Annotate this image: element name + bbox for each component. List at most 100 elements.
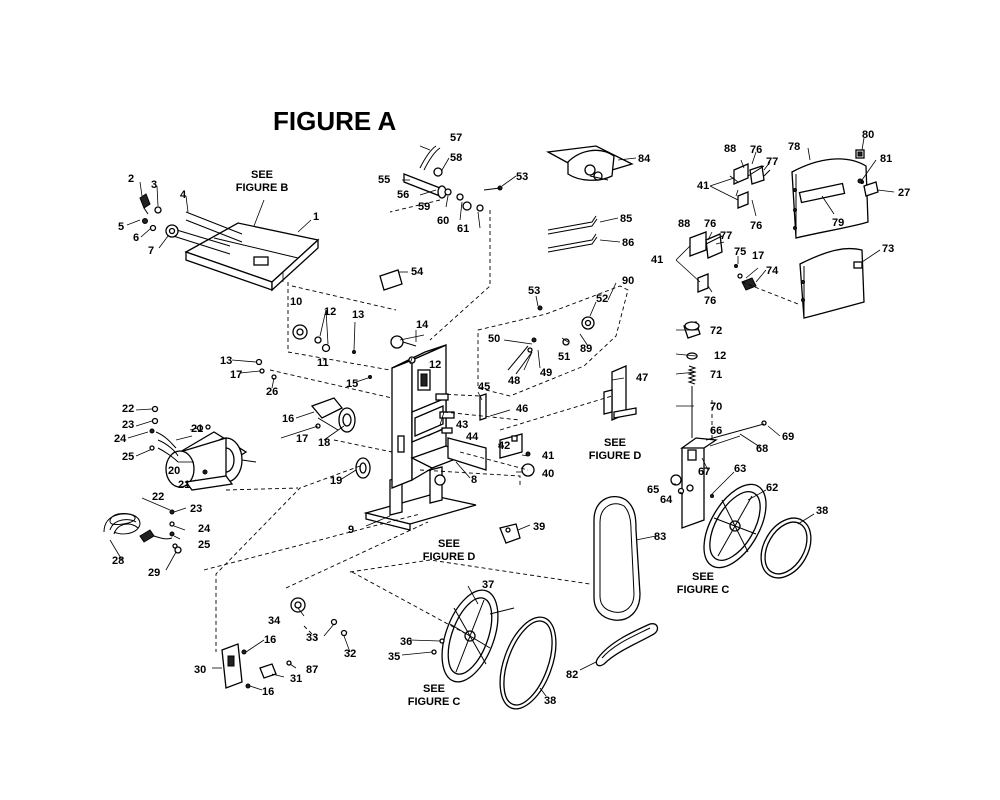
see-figure-c-2-line1: SEE bbox=[423, 683, 445, 695]
callout-42: 42 bbox=[498, 440, 510, 452]
lower-cover bbox=[799, 247, 865, 319]
callout-52: 52 bbox=[596, 293, 608, 305]
see-figure-b-line1: SEE bbox=[251, 169, 273, 181]
callout-8: 8 bbox=[471, 474, 477, 486]
callout-60: 60 bbox=[437, 215, 449, 227]
saw-blade bbox=[593, 496, 641, 621]
guide-plate bbox=[479, 393, 487, 421]
callout-62: 62 bbox=[766, 482, 778, 494]
guide-block bbox=[499, 523, 521, 544]
callout-65: 65 bbox=[647, 484, 659, 496]
callout-53a: 53 bbox=[516, 171, 528, 183]
callout-76b: 76 bbox=[750, 220, 762, 232]
callout-17a: 17 bbox=[230, 369, 242, 381]
see-figure-d-1-line1: SEE bbox=[604, 437, 626, 449]
motor-pulley bbox=[310, 397, 356, 433]
callout-87: 87 bbox=[306, 664, 318, 676]
figure-title: FIGURE A bbox=[273, 106, 396, 136]
upper-guide-assembly bbox=[507, 305, 595, 375]
callout-48: 48 bbox=[508, 375, 520, 387]
upper-wheel-bracket bbox=[670, 437, 718, 529]
callout-12a: 12 bbox=[324, 306, 336, 318]
see-figure-c-1-line1: SEE bbox=[692, 571, 714, 583]
callout-25b: 25 bbox=[198, 539, 210, 551]
callout-56: 56 bbox=[397, 189, 409, 201]
callout-17c: 17 bbox=[752, 250, 764, 262]
callout-19: 19 bbox=[330, 475, 342, 487]
saw-frame bbox=[363, 344, 477, 531]
lower-guide-bracket bbox=[603, 365, 637, 421]
callout-88a: 88 bbox=[724, 143, 736, 155]
dashed-assembly-lines bbox=[203, 199, 799, 652]
upper-wheel bbox=[703, 483, 767, 569]
power-cord bbox=[103, 509, 182, 554]
table-screws bbox=[139, 193, 162, 232]
callout-30: 30 bbox=[194, 664, 206, 676]
callout-59: 59 bbox=[418, 201, 430, 213]
see-figure-d-2-line1: SEE bbox=[438, 538, 460, 550]
lower-wheel bbox=[431, 589, 515, 683]
callout-11: 11 bbox=[317, 357, 329, 369]
drive-belt bbox=[595, 623, 659, 667]
callout-69: 69 bbox=[782, 431, 794, 443]
callout-61: 61 bbox=[457, 223, 469, 235]
callout-75: 75 bbox=[734, 246, 746, 258]
callout-44: 44 bbox=[466, 431, 479, 443]
callout-15: 15 bbox=[346, 378, 358, 390]
callout-80: 80 bbox=[862, 129, 874, 141]
callout-10: 10 bbox=[290, 296, 302, 308]
callout-24a: 24 bbox=[114, 433, 127, 445]
callout-71: 71 bbox=[710, 369, 722, 381]
figure-references: SEE FIGURE B SEE FIGURE D SEE FIGURE D S… bbox=[236, 169, 730, 708]
callout-53b: 53 bbox=[528, 285, 540, 297]
trunnion-rods bbox=[169, 211, 243, 255]
callout-84: 84 bbox=[638, 153, 651, 165]
callout-79: 79 bbox=[832, 217, 844, 229]
callout-70: 70 bbox=[710, 401, 722, 413]
callout-4: 4 bbox=[180, 189, 187, 201]
tension-screw bbox=[683, 321, 767, 441]
callout-41a: 41 bbox=[542, 450, 554, 462]
callout-78: 78 bbox=[788, 141, 800, 153]
callout-41c: 41 bbox=[651, 254, 663, 266]
callout-76a: 76 bbox=[750, 144, 762, 156]
callout-24b: 24 bbox=[198, 523, 211, 535]
callout-27: 27 bbox=[898, 187, 910, 199]
callout-43: 43 bbox=[456, 419, 468, 431]
callout-39: 39 bbox=[533, 521, 545, 533]
callout-83: 83 bbox=[654, 531, 666, 543]
callout-76c: 76 bbox=[704, 218, 716, 230]
motor bbox=[149, 405, 257, 491]
callout-37: 37 bbox=[482, 579, 494, 591]
miter-gauge bbox=[545, 145, 634, 181]
callout-9: 9 bbox=[348, 524, 354, 536]
callout-32: 32 bbox=[344, 648, 356, 660]
callout-6: 6 bbox=[133, 232, 139, 244]
callout-47: 47 bbox=[636, 372, 648, 384]
callout-25a: 25 bbox=[122, 451, 134, 463]
callout-16c: 16 bbox=[262, 686, 274, 698]
callout-5: 5 bbox=[118, 221, 124, 233]
upper-hub-parts bbox=[255, 324, 417, 380]
callout-49: 49 bbox=[540, 367, 552, 379]
see-figure-c-2-line2: FIGURE C bbox=[408, 696, 461, 708]
leader-lines bbox=[109, 137, 895, 697]
upper-guide-brackets bbox=[733, 163, 771, 209]
callout-74: 74 bbox=[766, 265, 779, 277]
callout-81: 81 bbox=[880, 153, 892, 165]
callout-90: 90 bbox=[622, 275, 634, 287]
callout-88b: 88 bbox=[678, 218, 690, 230]
callout-22a: 22 bbox=[122, 403, 134, 415]
callout-20: 20 bbox=[168, 465, 180, 477]
see-figure-d-2-line2: FIGURE D bbox=[423, 551, 476, 563]
callout-66: 66 bbox=[710, 425, 722, 437]
callout-76d: 76 bbox=[704, 295, 716, 307]
see-figure-d-1-line2: FIGURE D bbox=[589, 450, 642, 462]
blade-guide-post bbox=[379, 145, 503, 291]
callout-55: 55 bbox=[378, 174, 390, 186]
see-figure-b-line2: FIGURE B bbox=[236, 182, 289, 194]
callout-29: 29 bbox=[148, 567, 160, 579]
callout-31: 31 bbox=[290, 673, 302, 685]
callout-73: 73 bbox=[882, 243, 894, 255]
callout-40: 40 bbox=[542, 468, 554, 480]
